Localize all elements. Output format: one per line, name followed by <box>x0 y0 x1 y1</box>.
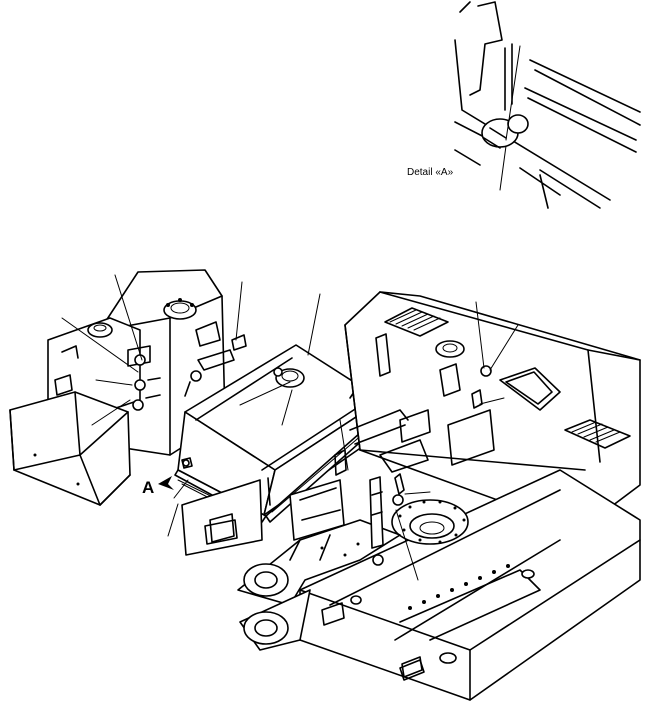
center-frame-parts <box>181 409 431 581</box>
view-a-label: A <box>142 478 154 497</box>
frame-slots <box>204 519 423 678</box>
revolving-frame <box>299 469 641 701</box>
rear-housing <box>344 291 641 531</box>
view-a-marker: A <box>142 476 174 497</box>
detail-a-caption: Detail «A» <box>407 167 454 178</box>
hood-leader-lines <box>167 293 321 537</box>
battery-cover <box>9 391 131 506</box>
bracket-parts <box>184 281 247 397</box>
boom-mounting-bracket <box>237 519 401 651</box>
detail-a-view: Detail «A» <box>407 1 641 209</box>
left-leader-lines <box>61 274 143 426</box>
swing-circle <box>391 499 469 545</box>
